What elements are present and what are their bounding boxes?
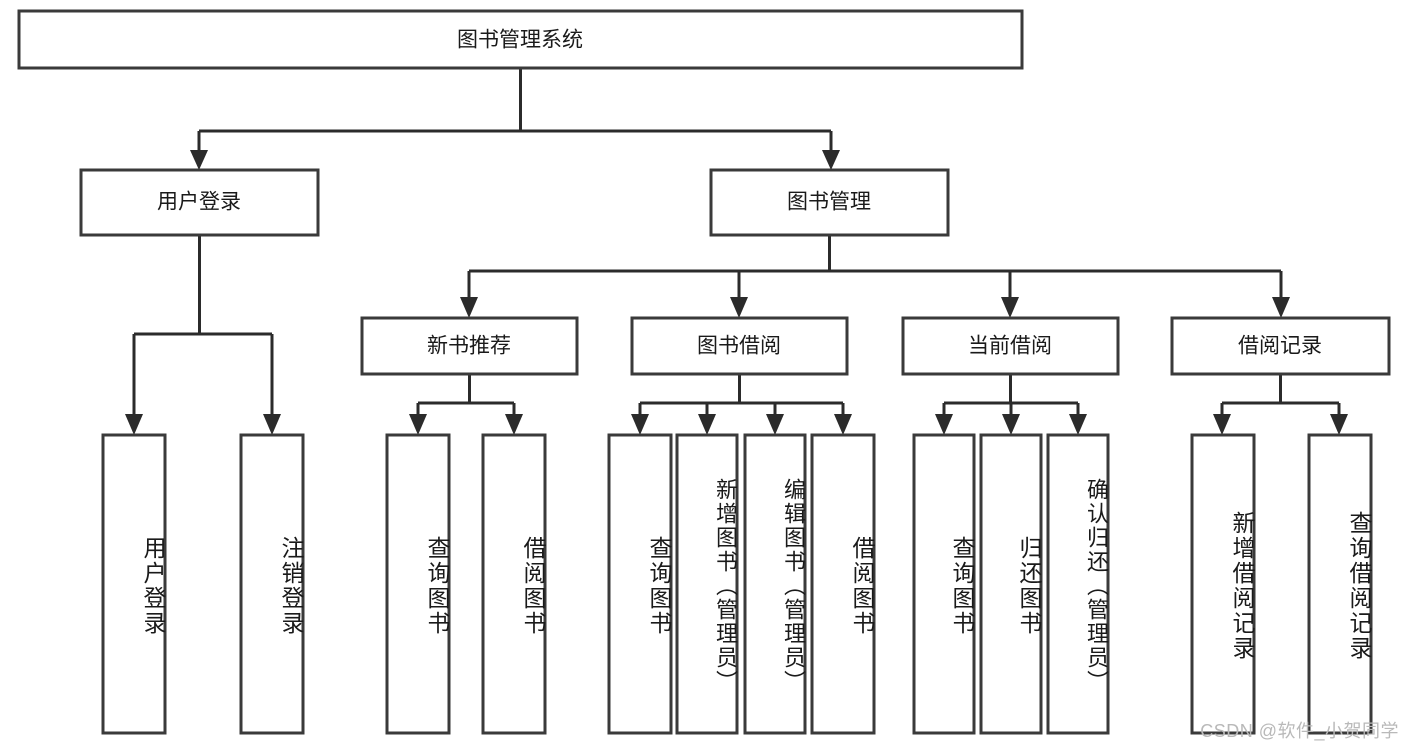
connector-group-new-book-recommend: [409, 374, 523, 435]
node-borrow-record[interactable]: 借阅记录: [1170, 316, 1391, 376]
node-leaf-query-book-bor[interactable]: [607, 433, 673, 735]
node-borrow-record-label: 借阅记录: [1238, 335, 1322, 358]
csdn-watermark: CSDN @软件_小贺同学: [1200, 721, 1399, 741]
node-root-label: 图书管理系统: [457, 29, 583, 52]
connector-group-user-login: [125, 235, 281, 435]
node-leaf-confirm-return[interactable]: [1046, 433, 1110, 735]
node-current-borrow[interactable]: 当前借阅: [901, 316, 1120, 376]
node-leaf-edit-book[interactable]: [743, 433, 807, 735]
node-leaf-borrow-book-bor[interactable]: [810, 433, 876, 735]
node-leaf-query-record[interactable]: [1307, 433, 1373, 735]
node-leaf-query-book-cur[interactable]: [912, 433, 976, 735]
node-leaf-query-book-rec[interactable]: [385, 433, 451, 735]
node-leaf-borrow-book-rec[interactable]: [481, 433, 547, 735]
node-book-borrow[interactable]: 图书借阅: [630, 316, 849, 376]
node-leaf-add-book[interactable]: [675, 433, 739, 735]
node-book-borrow-label: 图书借阅: [697, 335, 781, 358]
connector-group-root: [190, 68, 840, 170]
node-user-login[interactable]: 用户登录: [79, 168, 320, 237]
node-new-book-recommend[interactable]: 新书推荐: [360, 316, 579, 376]
node-leaf-user-login[interactable]: [101, 433, 167, 735]
node-leaf-add-record[interactable]: [1190, 433, 1256, 735]
connector-group-current-borrow: [935, 374, 1087, 435]
node-new-book-recommend-label: 新书推荐: [427, 335, 511, 358]
connector-group-borrow-record: [1213, 374, 1348, 435]
node-leaf-return-book[interactable]: [979, 433, 1043, 735]
connector-group-book-borrow: [631, 374, 852, 435]
node-book-management-label: 图书管理: [787, 191, 871, 214]
node-user-login-label: 用户登录: [157, 191, 241, 214]
node-root[interactable]: 图书管理系统: [17, 9, 1024, 70]
connector-group-book-management: [460, 235, 1290, 318]
node-current-borrow-label: 当前借阅: [968, 335, 1052, 358]
node-book-management[interactable]: 图书管理: [709, 168, 950, 237]
node-leaf-logout-login[interactable]: [239, 433, 305, 735]
